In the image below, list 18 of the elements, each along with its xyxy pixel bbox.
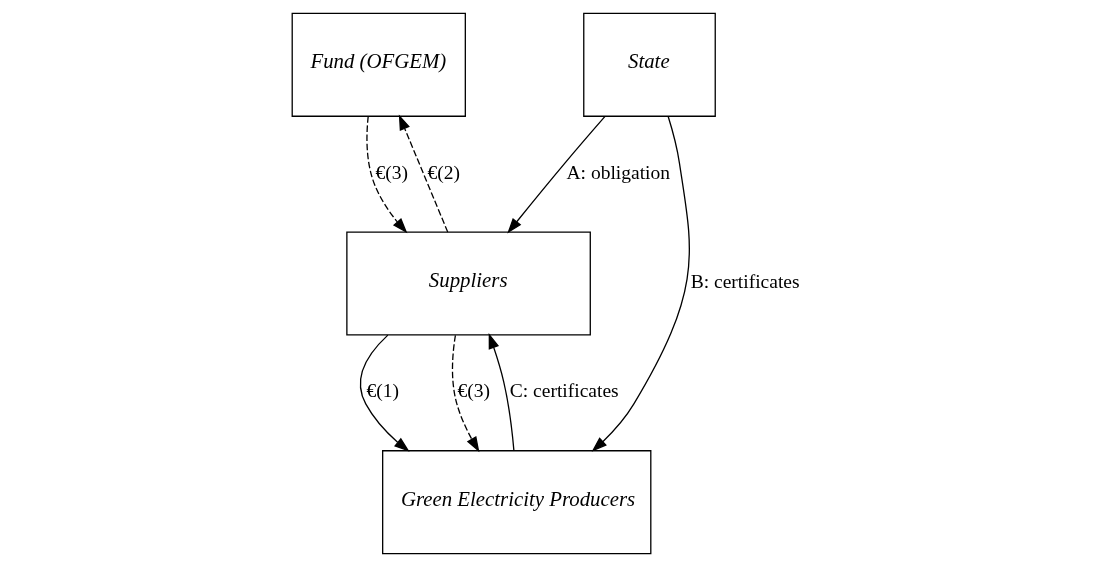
arrow <box>359 334 410 452</box>
arrow <box>591 115 690 452</box>
edge-label: C: certificates <box>509 380 619 402</box>
edge-label: B: certificates <box>690 271 800 293</box>
node-box: State <box>583 12 716 117</box>
edge-label: €(3) <box>457 380 491 402</box>
edge-label: A: obligation <box>566 161 671 183</box>
node-box: Fund (OFGEM) <box>291 12 466 117</box>
edge-label: €(2) <box>427 161 461 183</box>
arrow <box>366 115 408 234</box>
edge-label: €(3) <box>375 161 409 183</box>
arrow <box>488 333 515 452</box>
arrow <box>451 334 480 453</box>
node-box: Suppliers <box>346 231 591 336</box>
arrow <box>507 116 606 234</box>
arrow <box>398 114 449 233</box>
node-box: Green Electricity Producers <box>382 450 652 555</box>
edge-label: €(1) <box>366 380 399 402</box>
